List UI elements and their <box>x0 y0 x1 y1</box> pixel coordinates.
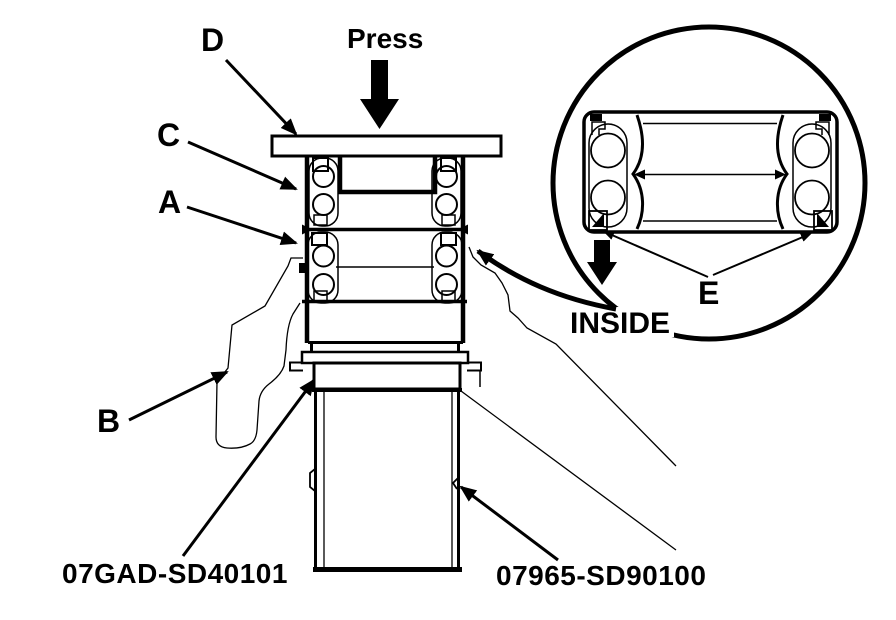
inset-bearing <box>582 110 839 234</box>
label-d: D <box>201 22 225 58</box>
inside-label-mask <box>566 307 674 337</box>
support-base-tool <box>309 361 462 572</box>
knuckle-leader-line <box>460 390 677 551</box>
press-arrow-icon <box>360 60 399 129</box>
leader-arrow-c <box>187 140 298 191</box>
knuckle-outline-left <box>215 257 303 449</box>
bearing-separator <box>302 224 468 235</box>
seal-top-right <box>815 114 831 135</box>
leader-arrow-driver-attachment <box>181 378 316 557</box>
driver-attachment-tab <box>289 361 303 372</box>
seal-bottom-left <box>588 210 608 231</box>
press-plate <box>270 134 503 158</box>
label-b: B <box>97 403 121 439</box>
seal-bottom-right <box>813 210 833 231</box>
seal-top-left <box>590 114 606 135</box>
inside-curved-arrow <box>476 248 617 312</box>
leader-arrow-d <box>224 58 298 136</box>
leader-arrow-e-left <box>603 231 709 278</box>
upper-bearing-c <box>308 156 462 227</box>
inset-circle <box>550 24 868 342</box>
leader-arrow-support-base <box>459 485 559 562</box>
label-e: E <box>698 275 720 311</box>
leader-arrows <box>128 58 812 562</box>
label-inside: INSIDE <box>570 307 671 340</box>
lower-bearing-a <box>299 231 467 304</box>
leader-arrow-e-right <box>712 233 812 276</box>
part-number-driver-attachment: 07GAD-SD40101 <box>62 558 288 589</box>
inset-press-direction-arrow-icon <box>587 240 617 285</box>
part-number-support-base: 07965-SD90100 <box>496 560 707 591</box>
label-c: C <box>157 117 181 153</box>
bearing-outer-walls <box>304 156 466 343</box>
knuckle-outline <box>215 246 677 551</box>
knuckle-outline-right <box>468 246 677 467</box>
hub-flange <box>289 341 482 387</box>
label-press: Press <box>347 23 424 54</box>
label-a: A <box>158 184 182 220</box>
leader-arrow-b <box>128 370 229 422</box>
leader-arrow-a <box>186 205 298 245</box>
